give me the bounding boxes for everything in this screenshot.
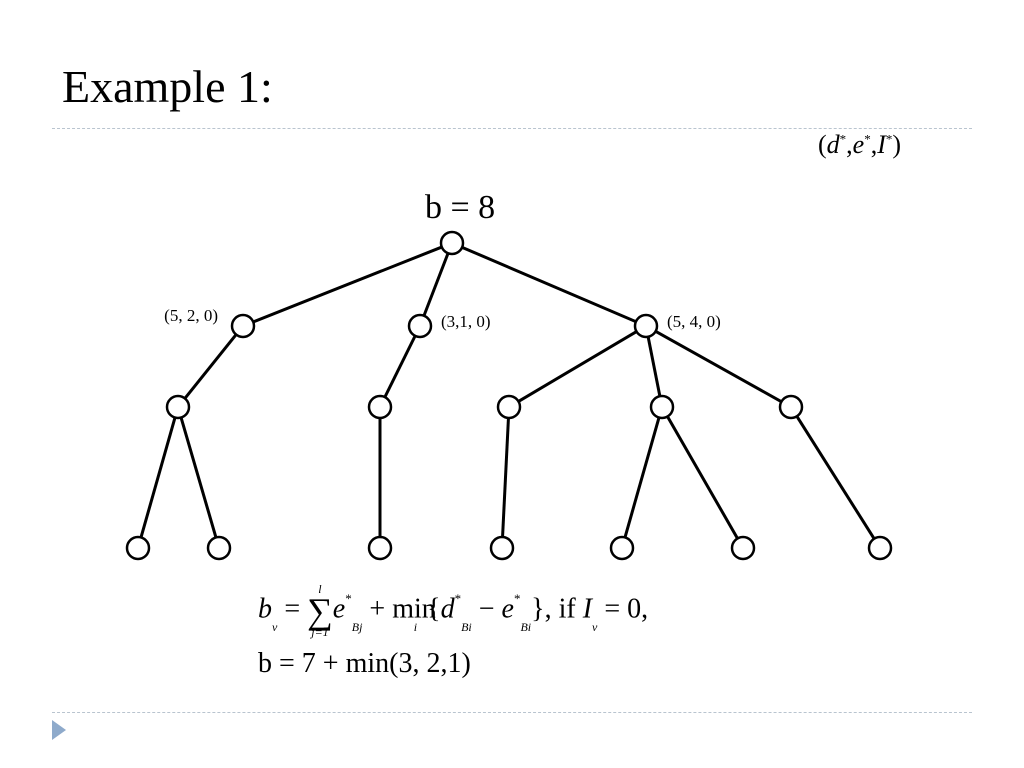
tree-edge [666,415,739,540]
tree-node-c1 [496,394,522,420]
tree-node-c2l [609,535,635,561]
tree-node-c2r [730,535,756,561]
tree-node-c1l [489,535,515,561]
tree-node-c3l [867,535,893,561]
tree-node-b [407,313,433,339]
summation-symbol: l∑j=1 [307,582,333,640]
tree-edge [461,245,637,324]
tree-edge [795,415,876,540]
bullet-arrow-icon [52,720,66,740]
tree-node-a1 [165,394,191,420]
tree-edge [422,252,450,317]
tree-node-a1r [206,535,232,561]
tree-node-c [633,313,659,339]
tree-node-a [230,313,256,339]
tree-node-c2 [649,394,675,420]
formula-line-2: b = 7 + min(3, 2,1) [258,648,471,679]
top-divider [52,128,972,129]
node-label-a: (5, 2, 0) [164,306,218,325]
node-label-b: (3,1, 0) [441,312,491,331]
tree-node-root [439,230,465,256]
tree-node-c3 [778,394,804,420]
tree-edge [139,417,177,538]
tree-edge [623,417,661,538]
tree-edge [654,330,783,403]
tree-edge [517,330,638,403]
node-label-c: (5, 4, 0) [667,312,721,331]
tree-edge [383,335,417,398]
tree-edge [252,245,443,324]
tree-node-b1 [367,394,393,420]
slide-title: Example 1: [62,61,273,112]
tree-edge [501,417,510,538]
tree-node-b1l [367,535,393,561]
tree-edge [183,333,238,400]
tree-node-a1l [125,535,151,561]
bottom-divider [52,712,972,713]
root-label: b = 8 [425,189,495,226]
tree-edge [179,417,218,538]
tree-edge [646,336,662,397]
tuple-legend: (d*,e*,I*) [818,130,902,159]
